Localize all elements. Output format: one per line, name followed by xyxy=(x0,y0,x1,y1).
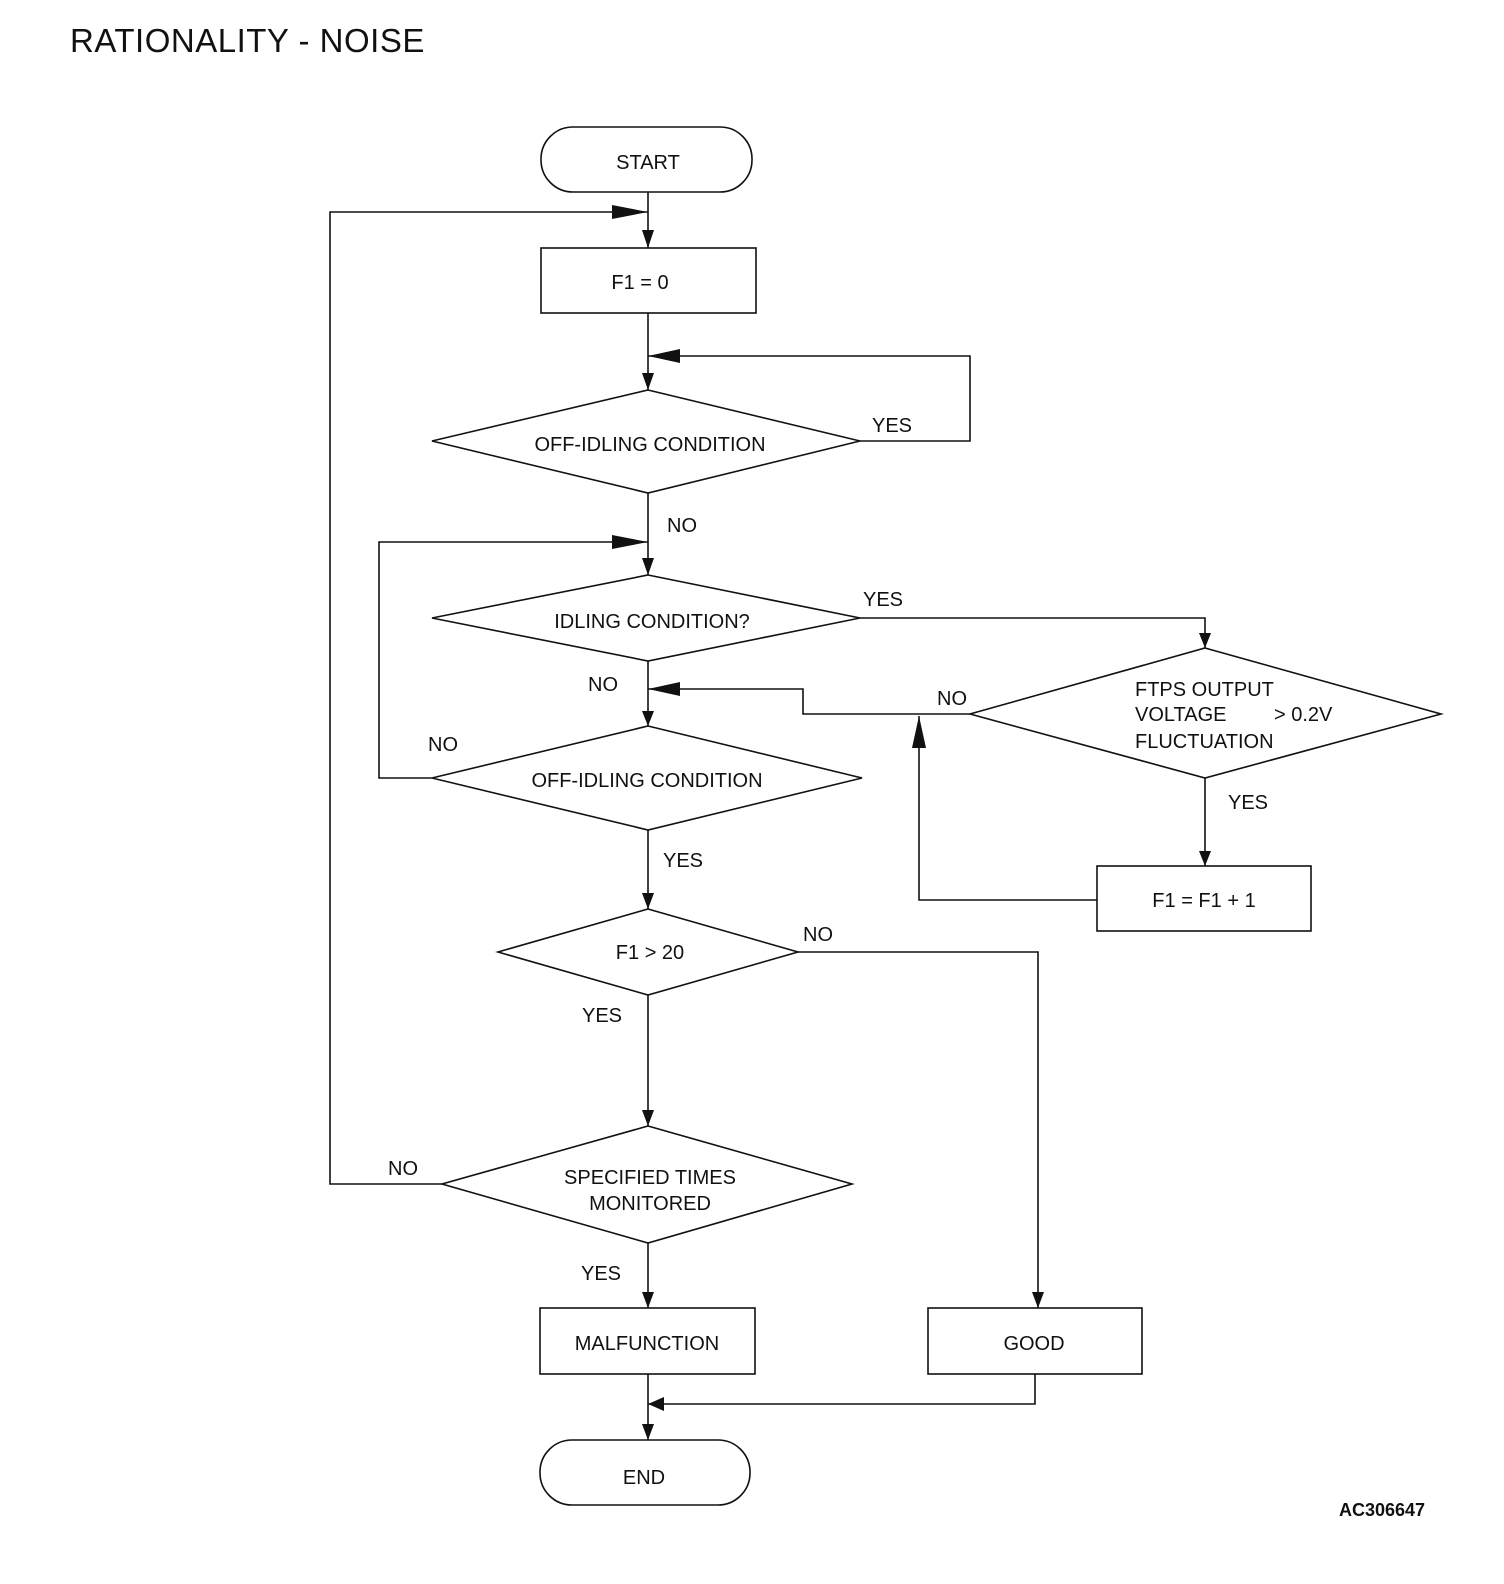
node-f1-gt-20-label: F1 > 20 xyxy=(616,942,684,964)
node-f1-incr-label: F1 = F1 + 1 xyxy=(1152,890,1255,912)
arrowhead xyxy=(1199,633,1211,648)
node-idling-label: IDLING CONDITION? xyxy=(554,611,750,633)
node-off-idling-2-label: OFF-IDLING CONDITION xyxy=(531,770,762,792)
node-f1-incr: F1 = F1 + 1 xyxy=(1096,865,1312,932)
edge-labels: YES NO YES NO NO YES NO YES NO YES NO YE… xyxy=(388,415,1268,1285)
arrowhead xyxy=(612,535,648,549)
edge-f1incr-return xyxy=(918,716,1097,901)
node-off-idling-2: OFF-IDLING CONDITION xyxy=(431,725,863,831)
arrowhead xyxy=(642,230,654,248)
edge-idling-yes xyxy=(860,617,1206,648)
edge-offidling2-no-loop xyxy=(378,541,648,779)
arrowhead xyxy=(912,716,926,748)
node-f1-zero: F1 = 0 xyxy=(540,247,757,314)
page-title: RATIONALITY - NOISE xyxy=(70,22,425,59)
node-ftps-label-2b: > 0.2V xyxy=(1274,704,1333,726)
arrowhead xyxy=(642,373,654,390)
arrowheads xyxy=(612,205,1211,1440)
label-f1gt20-yes: YES xyxy=(582,1005,622,1027)
label-f1gt20-no: NO xyxy=(803,924,833,946)
node-f1-zero-label: F1 = 0 xyxy=(611,272,668,294)
label-ftps-yes: YES xyxy=(1228,792,1268,814)
label-idling-no: NO xyxy=(588,674,618,696)
label-offidling2-yes: YES xyxy=(663,850,703,872)
node-f1-gt-20: F1 > 20 xyxy=(495,908,801,996)
label-offidling1-yes: YES xyxy=(872,415,912,437)
edge-f1gt20-no xyxy=(798,951,1039,1308)
label-idling-yes: YES xyxy=(863,589,903,611)
arrowhead xyxy=(1199,851,1211,866)
label-offidling2-no: NO xyxy=(428,734,458,756)
node-ftps: FTPS OUTPUT VOLTAGE > 0.2V FLUCTUATION xyxy=(966,647,1445,779)
edge-ftps-no xyxy=(648,688,970,715)
node-specified-times: SPECIFIED TIMES MONITORED xyxy=(439,1125,855,1244)
node-good-label: GOOD xyxy=(1003,1333,1064,1355)
label-spec-no: NO xyxy=(388,1158,418,1180)
connectors xyxy=(329,192,1206,1440)
label-offidling1-no: NO xyxy=(667,515,697,537)
edge-spec-no-loop xyxy=(329,211,648,1185)
label-ftps-no: NO xyxy=(937,688,967,710)
arrowhead xyxy=(642,711,654,726)
node-specified-label-2: MONITORED xyxy=(589,1193,711,1215)
edge-offidling1-yes-loop xyxy=(648,355,971,442)
node-end-label: END xyxy=(623,1467,665,1489)
arrowhead xyxy=(642,558,654,575)
arrowhead xyxy=(642,893,654,909)
arrowhead xyxy=(642,1424,654,1440)
arrowhead xyxy=(648,682,680,696)
node-off-idling-1-label: OFF-IDLING CONDITION xyxy=(534,434,765,456)
node-ftps-label-3: FLUCTUATION xyxy=(1135,731,1274,753)
arrowhead xyxy=(1032,1292,1044,1308)
node-start-label: START xyxy=(616,152,680,174)
node-good: GOOD xyxy=(927,1307,1143,1375)
node-specified-label-1: SPECIFIED TIMES xyxy=(564,1167,736,1189)
edge-good-to-end xyxy=(648,1374,1036,1405)
figure-id: AC306647 xyxy=(1339,1500,1426,1520)
node-ftps-label-2: VOLTAGE xyxy=(1135,704,1227,726)
node-idling: IDLING CONDITION? xyxy=(431,574,861,662)
arrowhead xyxy=(642,1292,654,1308)
arrowhead xyxy=(642,1110,654,1126)
node-malfunction-label: MALFUNCTION xyxy=(575,1333,719,1355)
node-malfunction: MALFUNCTION xyxy=(539,1307,756,1375)
arrowhead xyxy=(648,1397,664,1411)
node-ftps-label-1: FTPS OUTPUT xyxy=(1135,679,1274,701)
node-start: START xyxy=(540,126,753,193)
node-end: END xyxy=(539,1439,751,1506)
label-spec-yes: YES xyxy=(581,1263,621,1285)
node-off-idling-1: OFF-IDLING CONDITION xyxy=(431,389,861,494)
arrowhead xyxy=(648,349,680,363)
arrowhead xyxy=(612,205,648,219)
